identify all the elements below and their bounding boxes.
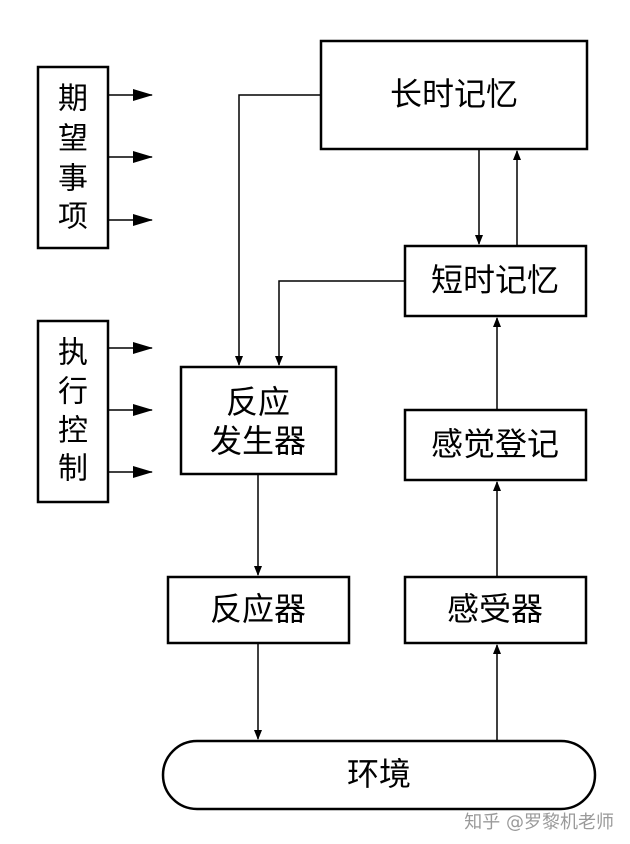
effector-label: 反应器: [210, 590, 306, 628]
executive-control-box: 执 行 控 制: [36, 319, 110, 504]
expectancies-box: 期 望 事 项: [36, 65, 110, 250]
expectancies-char-3: 事: [58, 162, 88, 197]
executive-control-char-2: 行: [58, 375, 88, 410]
environment-box: 环境: [161, 739, 597, 811]
response-generator-label-1: 反应: [226, 383, 290, 421]
ltm-to-response-generator-arrow: [235, 94, 321, 366]
stm-to-response-generator-arrow: [275, 280, 405, 366]
environment-label: 环境: [347, 755, 411, 793]
executive-control-char-1: 执: [58, 336, 88, 371]
short-term-memory-box: 短时记忆: [403, 244, 588, 318]
sensory-register-label: 感觉登记: [431, 425, 559, 463]
watermark: 知乎 @罗黎机老师: [464, 812, 614, 833]
expectancies-char-2: 望: [58, 122, 88, 157]
sensory-register-box: 感觉登记: [403, 408, 588, 482]
expectancies-char-4: 项: [58, 200, 88, 235]
long-term-memory-label: 长时记忆: [390, 75, 518, 113]
long-term-memory-box: 长时记忆: [319, 39, 589, 151]
receptor-box: 感受器: [403, 575, 588, 645]
receptor-label: 感受器: [447, 590, 543, 628]
response-generator-label-2: 发生器: [210, 422, 306, 460]
short-term-memory-label: 短时记忆: [431, 261, 559, 299]
effector-box: 反应器: [166, 575, 351, 645]
expectancies-char-1: 期: [58, 82, 88, 117]
executive-control-char-4: 制: [58, 452, 88, 487]
response-generator-box: 反应 发生器: [179, 365, 338, 476]
executive-control-char-3: 控: [58, 414, 88, 449]
